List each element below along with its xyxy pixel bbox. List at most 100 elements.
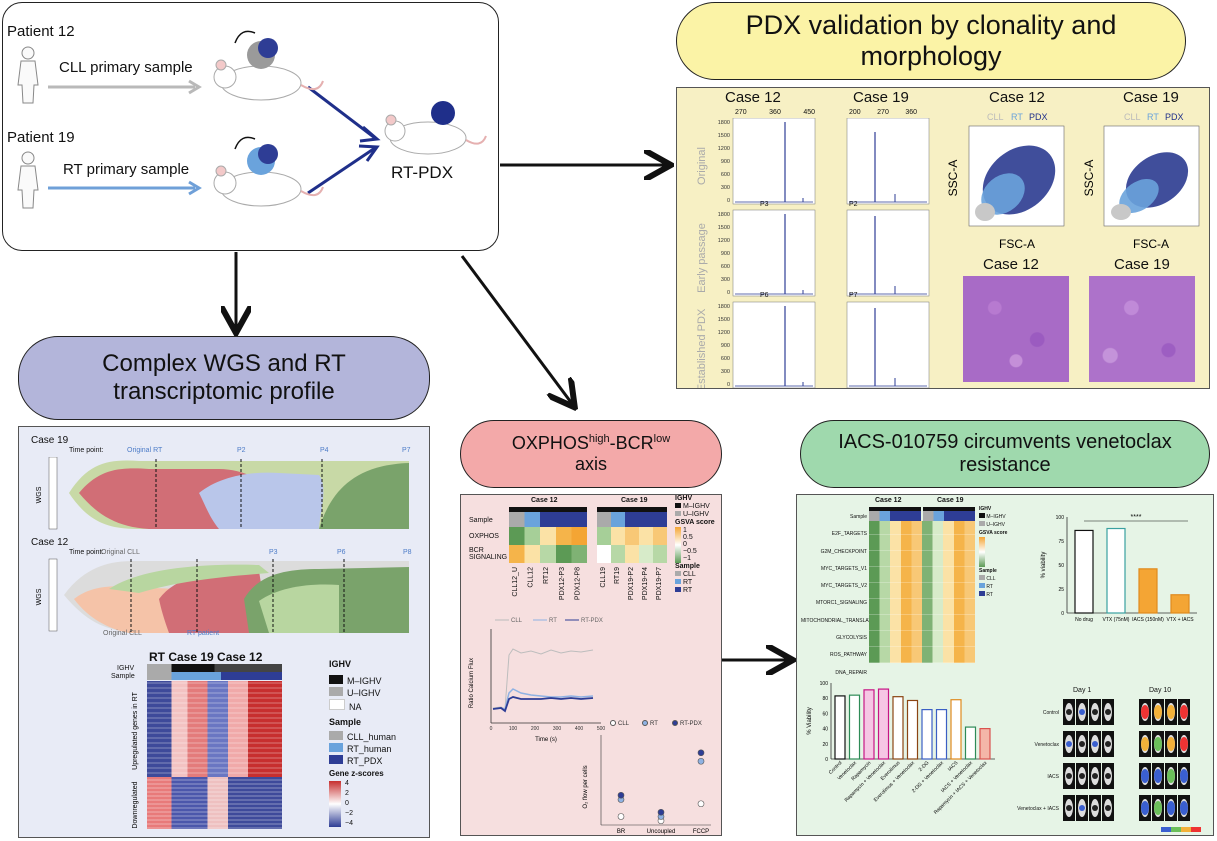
flow-legend-rt-19: RT (1147, 112, 1159, 122)
flow-cytometry-plots: CLL RT PDX CLL RT PDX SSC-A SSC-A FSC-A … (946, 112, 1200, 251)
histogram-y-tick: 0 (727, 198, 730, 204)
bar1-y-tick: 50 (1058, 563, 1064, 569)
oxphos-case12-annot (509, 507, 587, 528)
oxphos-sample-row: Sample (469, 517, 493, 524)
signal-spot (1180, 705, 1188, 719)
flow-legend-cll-19: CLL (1124, 112, 1141, 122)
histogram-y-tick: 1200 (718, 330, 730, 336)
histogram-y-tick: 600 (721, 356, 730, 362)
luminescence-scale-step (1181, 827, 1191, 832)
iacs-heat-row-label: Sample (850, 514, 867, 520)
dot-x-label: FCCP (693, 829, 709, 835)
svg-text:WGS: WGS (36, 486, 43, 503)
mouse-rt-icon (213, 136, 324, 207)
histogram-y-tick: 1200 (718, 238, 730, 244)
signal-spot (1180, 737, 1188, 751)
histology-image-case12 (963, 276, 1069, 382)
iacs-heat-row-label: ROS_PATHWAY (829, 652, 867, 659)
dot-legend-cll: CLL (618, 721, 630, 727)
calcium-line-rtpdx (492, 696, 594, 713)
signal-spot (1066, 805, 1072, 811)
iacs-heat-row-label: G2M_CHECKPOINT (820, 548, 867, 555)
oxphos-panel: Case 12 Case 19 Sample OXPHOS BCR SIGNAL… (460, 494, 722, 836)
signal-spot (1154, 705, 1162, 719)
bar2-bar (877, 688, 890, 760)
dot-mark (617, 791, 625, 799)
svg-text:200: 200 (531, 726, 540, 732)
cll-sample-label: CLL primary sample (59, 59, 193, 76)
iacs-heat-row-label: MITOCHONDRIAL_TRANSLATION (801, 617, 881, 624)
fish-plots: WGS WGS (36, 457, 409, 633)
passage-p2: P2 (849, 201, 858, 208)
flow-legend-pdx-19: PDX (1165, 112, 1184, 122)
histogram-y-tick: 1500 (718, 225, 730, 231)
dot-mark (697, 757, 705, 765)
mouse-cll-icon (213, 30, 324, 101)
bar2-y-tick: 100 (820, 681, 829, 687)
signal-spot (1167, 705, 1175, 719)
signal-spot (1180, 801, 1188, 815)
flow-cloud-case19 (1111, 152, 1189, 220)
histogram-frame (846, 209, 930, 297)
oxphos-row-bcr: BCR SIGNALING (469, 547, 508, 561)
histogram-frame (732, 301, 816, 388)
bar1-ylabel: % viability (1041, 552, 1047, 579)
signal-spot (1141, 737, 1149, 751)
signal-spot (1066, 773, 1072, 779)
oxphos-case19-title: Case 19 (621, 497, 648, 504)
histogram-y-tick: 1500 (718, 317, 730, 323)
histogram-y-tick: 600 (721, 264, 730, 270)
histogram-y-tick: 300 (721, 277, 730, 283)
dot-legend-rt: RT (650, 721, 658, 727)
svg-text:400: 400 (575, 726, 584, 732)
oxphos-col-label: PDX12-P8 (574, 567, 581, 600)
histogram-y-tick: 0 (727, 290, 730, 296)
flow-xlabel-12: FSC-A (999, 237, 1035, 251)
wgs-case19-point-p2: P2 (237, 447, 246, 454)
wgs-case19-title: Case 19 (31, 435, 69, 446)
histology-image-case19 (1089, 276, 1195, 382)
oxphos-col-label: CLL12_U (512, 567, 519, 597)
flow-case19-title: Case 19 (1123, 89, 1179, 106)
oxphos-col-label: CLL12 (528, 567, 535, 588)
bar1-bar (1106, 527, 1126, 614)
dot-x-label: Uncoupled (647, 829, 676, 835)
heatmap-ighv-row: IGHV (117, 665, 135, 672)
iacs-heat-row-label: MTORC1_SIGNALING (815, 600, 867, 607)
patient19-figure-icon (17, 151, 39, 209)
legend-zscore-title: Gene z-scores (329, 769, 384, 778)
wgs-title: Complex WGS and RT transcriptomic profil… (18, 336, 430, 420)
iacs-heat-row-label: MYC_TARGETS_V1 (820, 565, 867, 572)
histogram-y-tick: 1800 (718, 212, 730, 218)
bar2-y-tick: 40 (822, 727, 828, 733)
bar2-bar (935, 708, 948, 760)
bar2-bar (848, 694, 861, 760)
iacs-heat-legend: IGHV M–IGHV U–IGHV GSVA score Sample CLL… (979, 506, 1008, 598)
mouse-rt-pdx-icon (384, 101, 487, 155)
luminescence-scale-step (1161, 827, 1171, 832)
histogram-frame (846, 118, 930, 205)
wgs-case12-bottom-right: RT patient (187, 630, 220, 637)
oxphos-col-label: RT19 (614, 567, 621, 584)
signal-spot (1079, 741, 1085, 747)
svg-text:500: 500 (597, 726, 606, 732)
signal-spot (1066, 709, 1072, 715)
wgs-case12-point-p3: P3 (269, 549, 278, 556)
oxphos-case19-annot (597, 507, 667, 528)
histogram-y-tick: 1800 (718, 120, 730, 126)
down-genes-label: Downregulated (132, 781, 139, 828)
workflow-graphics (17, 30, 487, 209)
up-genes-label: Upregulated genes in RT (132, 691, 139, 769)
bar2-bar (834, 695, 846, 760)
histogram-y-tick: 300 (721, 185, 730, 191)
signal-spot (1092, 805, 1098, 811)
iacs-case12-annot (869, 507, 921, 523)
histogram-y-tick: 0 (727, 382, 730, 388)
